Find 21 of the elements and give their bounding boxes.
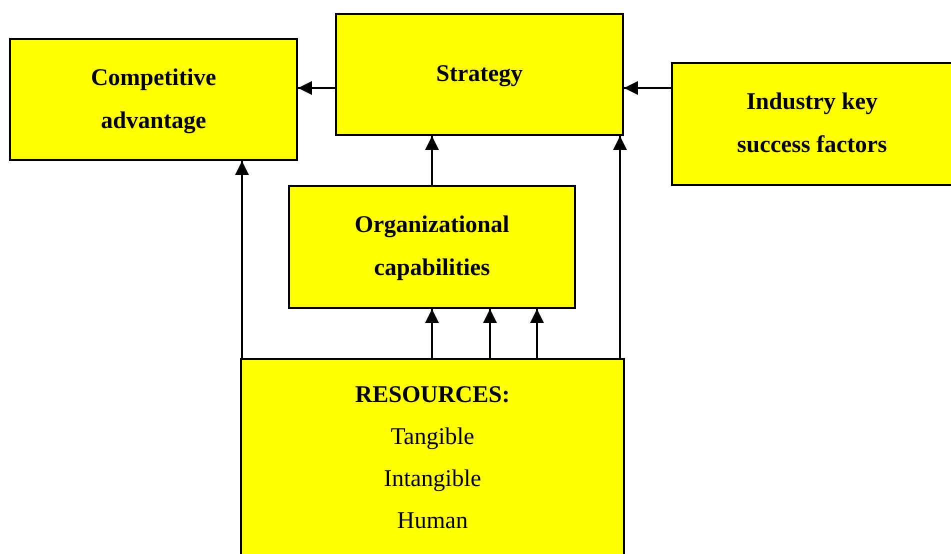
process-box xyxy=(9,38,298,161)
arrow xyxy=(483,309,497,358)
box-heading: Strategy xyxy=(435,60,524,89)
box-heading: Organizational capabilities xyxy=(354,211,510,283)
box-heading: Industry key success factors xyxy=(736,88,888,160)
process-box xyxy=(671,62,951,186)
process-box xyxy=(335,13,624,136)
box-text: Intangible xyxy=(382,465,482,494)
arrow xyxy=(298,81,335,95)
box-heading: Competitive advantage xyxy=(90,64,218,136)
arrow xyxy=(530,309,544,358)
box-text: Tangible xyxy=(390,423,476,452)
arrow xyxy=(624,81,671,95)
arrow xyxy=(425,309,439,358)
process-box xyxy=(240,358,625,554)
arrow xyxy=(613,136,627,358)
arrow xyxy=(235,161,249,358)
box-heading: RESOURCES: xyxy=(354,381,511,410)
box-text: Human xyxy=(396,507,469,536)
arrow xyxy=(425,136,439,185)
process-box xyxy=(288,185,576,309)
